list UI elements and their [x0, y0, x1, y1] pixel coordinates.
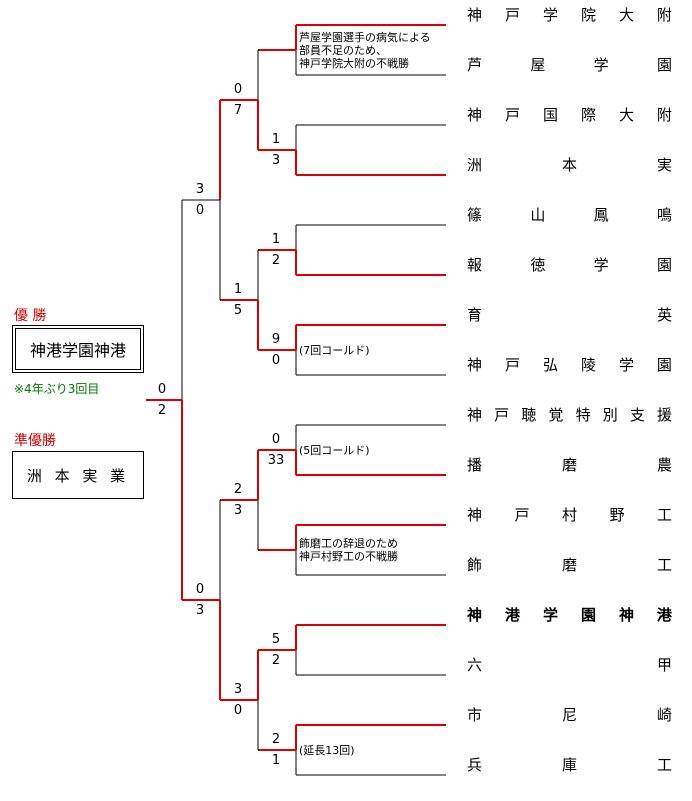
- score-label: 1: [271, 132, 281, 147]
- team-name: 飾磨工: [467, 556, 672, 574]
- team-name: 神戸村野工: [467, 506, 672, 524]
- team-name: 播磨農: [467, 456, 672, 474]
- match-note: 芦屋学園選手の病気による部員不足のため、神戸学院大附の不戦勝: [299, 30, 431, 70]
- score-label: 0: [195, 203, 205, 218]
- score-label: 3: [195, 182, 205, 197]
- score-label: 0: [233, 703, 243, 718]
- score-label: 0: [271, 353, 281, 368]
- team-name: 報徳学園: [467, 256, 672, 274]
- score-label: 5: [233, 303, 243, 318]
- score-label: 1: [271, 753, 281, 768]
- score-label: 2: [271, 732, 281, 747]
- team-name: 市尼崎: [467, 706, 672, 724]
- score-label: 3: [195, 603, 205, 618]
- score-label: 3: [233, 503, 243, 518]
- champion-label: 優 勝: [14, 308, 47, 324]
- runner-up-box: 洲 本 実 業: [12, 451, 144, 499]
- team-name: 神戸聴覚特別支援: [467, 406, 672, 424]
- score-label: 0: [233, 82, 243, 97]
- score-label: 0: [271, 432, 281, 447]
- team-name: 神戸国際大附: [467, 106, 672, 124]
- match-note: (延長13回): [299, 743, 355, 757]
- score-label: 0: [195, 582, 205, 597]
- team-name: 兵庫工: [467, 756, 672, 774]
- match-note: 飾磨工の辞退のため神戸村野工の不戦勝: [299, 537, 398, 563]
- score-label: 7: [233, 103, 243, 118]
- score-label: 0: [157, 382, 167, 397]
- score-label: 3: [271, 153, 281, 168]
- score-label: 9: [271, 332, 281, 347]
- team-name: 神戸学院大附: [467, 6, 672, 24]
- score-label: 2: [157, 403, 167, 418]
- team-name: 六甲: [467, 656, 672, 674]
- team-name: 神戸弘陵学園: [467, 356, 672, 374]
- score-label: 2: [271, 253, 281, 268]
- team-name: 篠山鳳鳴: [467, 206, 672, 224]
- score-label: 3: [233, 682, 243, 697]
- champion-box: 神港学園神港: [12, 325, 144, 373]
- score-label: 1: [233, 282, 243, 297]
- team-name: 育英: [467, 306, 672, 324]
- team-name: 芦屋学園: [467, 56, 672, 74]
- champion-note: ※4年ぶり3回目: [14, 382, 100, 396]
- score-label: 2: [233, 482, 243, 497]
- score-label: 5: [271, 632, 281, 647]
- match-note: (7回コールド): [299, 343, 370, 357]
- score-label: 2: [271, 653, 281, 668]
- score-label: 1: [271, 232, 281, 247]
- match-note: (5回コールド): [299, 443, 370, 457]
- champion-name: 神港学園神港: [15, 328, 141, 370]
- team-name: 洲本実: [467, 156, 672, 174]
- score-label: 33: [267, 453, 285, 468]
- runner-up-label: 準優勝: [14, 433, 56, 449]
- team-name: 神港学園神港: [467, 606, 672, 624]
